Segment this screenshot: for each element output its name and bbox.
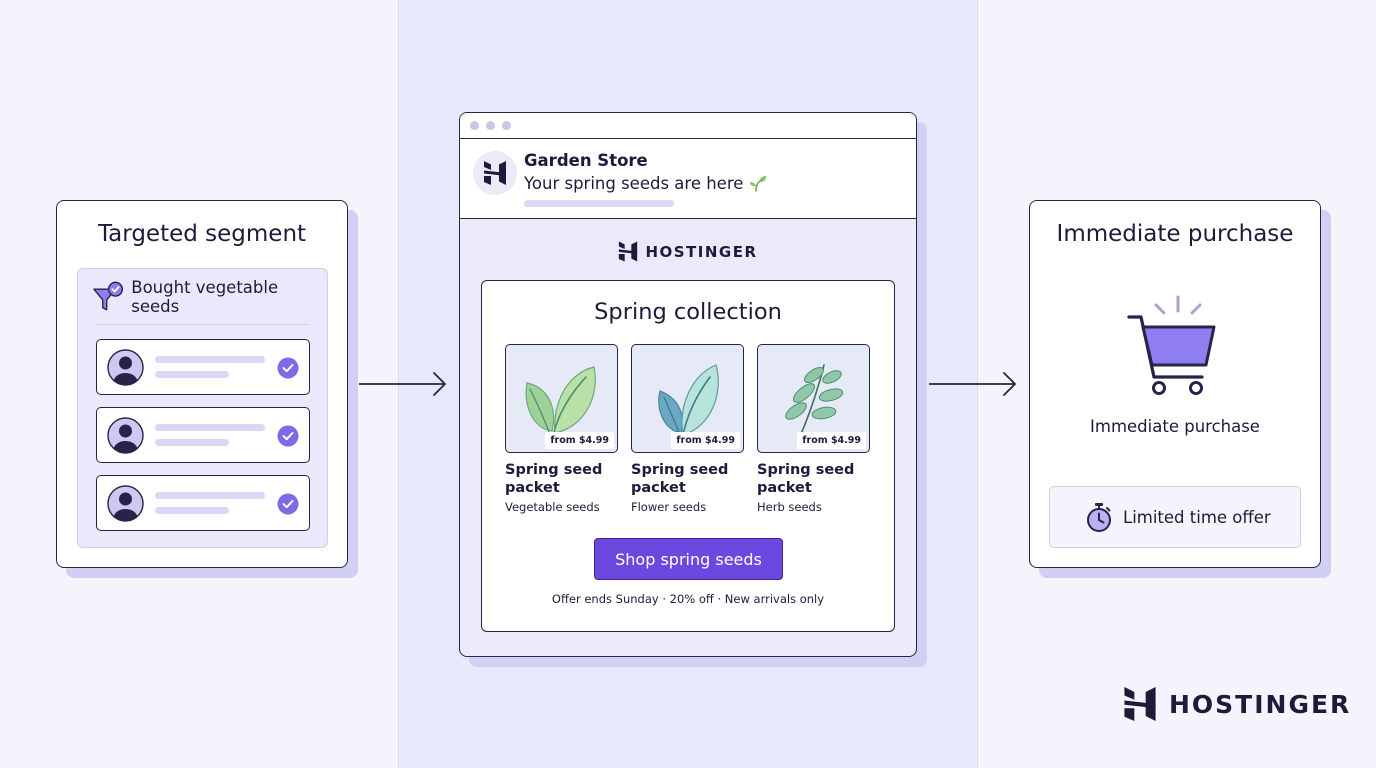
product-image: from $4.99 [757, 344, 870, 453]
email-subject: Your spring seeds are here [524, 174, 767, 193]
product-category: Flower seeds [631, 500, 707, 514]
cart-illustration [1126, 295, 1222, 399]
member-detail-placeholder [155, 507, 229, 514]
member-name-placeholder [155, 356, 265, 363]
product-name: Spring seed packet [505, 462, 603, 496]
limited-offer-badge: Limited time offer [1049, 486, 1301, 548]
email-brand-logo: HOSTINGER [460, 240, 916, 263]
product-image: from $4.99 [505, 344, 618, 453]
window-titlebar [460, 113, 916, 139]
filter-check-icon [93, 281, 124, 311]
window-dot [486, 121, 495, 130]
immediate-purchase-card: Immediate purchase Immediate purchase Li… [1029, 200, 1321, 568]
member-name-placeholder [155, 492, 265, 499]
sender-avatar [473, 151, 517, 195]
offer-fine-print: Offer ends Sunday · 20% off · New arriva… [551, 592, 825, 606]
hostinger-logo: HOSTINGER [1123, 684, 1351, 724]
check-circle-icon [277, 425, 299, 447]
product-price: from $4.99 [671, 432, 740, 449]
window-dot [470, 121, 479, 130]
targeted-segment-card: Targeted segment Bought vegetable seeds [56, 200, 348, 568]
segment-divider [96, 324, 309, 325]
member-detail-placeholder [155, 439, 229, 446]
segment-panel: Bought vegetable seeds [77, 268, 328, 548]
member-detail-placeholder [155, 371, 229, 378]
product-card[interactable]: from $4.99 Spring seed packet Herb seeds [757, 344, 870, 514]
promo-card: Spring collection from $4.99 Spring seed… [481, 280, 895, 632]
product-image: from $4.99 [631, 344, 744, 453]
product-card[interactable]: from $4.99 Spring seed packet Flower see… [631, 344, 744, 514]
check-circle-icon [277, 493, 299, 515]
purchase-title: Immediate purchase [1056, 221, 1294, 247]
flow-arrow-right-icon [929, 372, 1016, 396]
offer-label: Limited time offer [1123, 507, 1271, 527]
product-category: Herb seeds [757, 500, 822, 514]
shop-spring-seeds-button[interactable]: Shop spring seeds [594, 538, 783, 580]
sender-name: Garden Store [524, 151, 648, 170]
user-avatar-icon [107, 485, 144, 522]
product-price: from $4.99 [797, 432, 866, 449]
email-subject-text: Your spring seeds are here [524, 174, 744, 193]
stopwatch-icon [1087, 503, 1111, 532]
product-category: Vegetable seeds [505, 500, 600, 514]
hostinger-wordmark: HOSTINGER [1169, 689, 1352, 719]
product-price: from $4.99 [545, 432, 614, 449]
product-name: Spring seed packet [757, 462, 855, 496]
email-brand-name: HOSTINGER [645, 242, 758, 261]
check-circle-icon [277, 357, 299, 379]
user-avatar-icon [107, 349, 144, 386]
window-dot [502, 121, 511, 130]
email-preview-window: Garden Store Your spring seeds are here … [459, 112, 917, 657]
shopping-cart-icon [1127, 295, 1216, 395]
hostinger-logo-icon [619, 241, 638, 262]
segment-member-row[interactable] [96, 475, 310, 531]
segment-member-row[interactable] [96, 407, 310, 463]
herb-sprig-icon [785, 364, 844, 442]
email-header: Garden Store Your spring seeds are here [460, 139, 916, 219]
product-name: Spring seed packet [631, 462, 729, 496]
promo-title: Spring collection [594, 299, 782, 325]
segment-member-row[interactable] [96, 339, 310, 395]
flower-leaf-icon [658, 364, 719, 443]
segment-title: Targeted segment [97, 221, 307, 247]
user-avatar-icon [107, 417, 144, 454]
segment-filter: Bought vegetable seeds [92, 278, 327, 316]
product-card[interactable]: from $4.99 Spring seed packet Vegetable … [505, 344, 618, 514]
flow-arrow-right-icon [359, 372, 446, 396]
filter-label: Bought vegetable seeds [131, 278, 279, 316]
vegetable-leaf-icon [525, 366, 596, 443]
member-name-placeholder [155, 424, 265, 431]
hostinger-logo-icon [1124, 687, 1156, 721]
preview-text-placeholder [524, 200, 674, 207]
purchase-label: Immediate purchase [1090, 417, 1260, 436]
sprout-icon [750, 176, 767, 192]
hostinger-logo-icon [484, 161, 506, 185]
